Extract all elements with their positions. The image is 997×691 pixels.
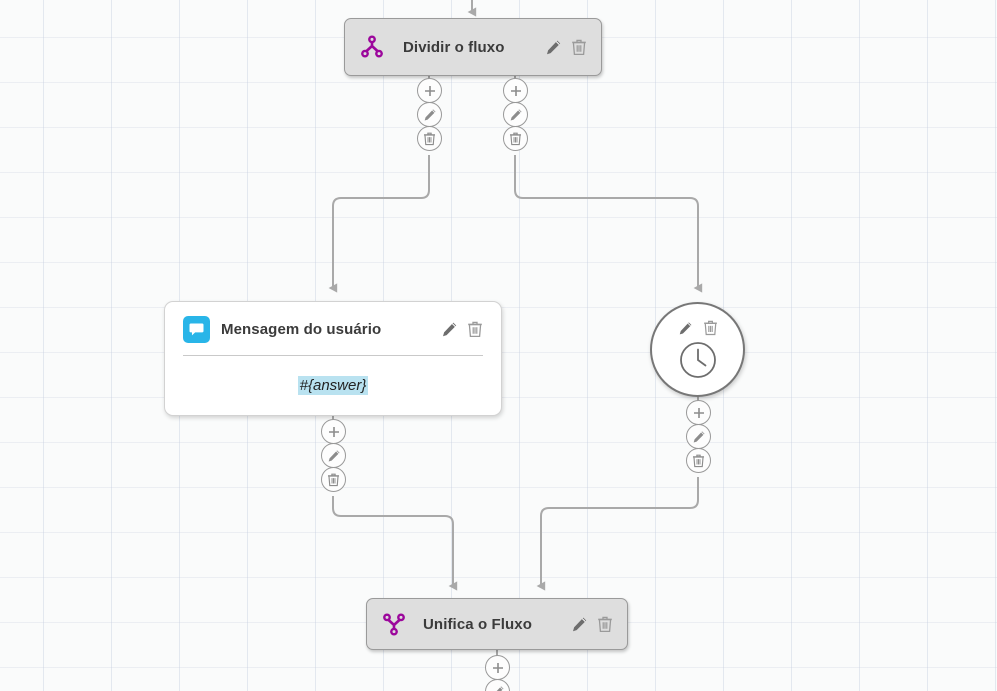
connector-stack-merge[interactable] xyxy=(485,655,510,691)
node-timer[interactable] xyxy=(650,302,745,397)
node-toolbar xyxy=(441,321,483,338)
node-dividir-o-fluxo[interactable]: Dividir o fluxo xyxy=(344,18,602,76)
edit-connector-button[interactable] xyxy=(485,679,510,691)
message-node-header: Mensagem do usuário xyxy=(165,302,501,343)
connector-stack-split-right[interactable] xyxy=(503,78,528,151)
delete-connector-button[interactable] xyxy=(503,126,528,151)
divider xyxy=(183,355,483,356)
node-toolbar xyxy=(545,39,587,56)
delete-trash-icon[interactable] xyxy=(571,39,587,56)
add-step-button[interactable] xyxy=(417,78,442,103)
delete-connector-button[interactable] xyxy=(417,126,442,151)
edit-pencil-icon[interactable] xyxy=(571,616,588,633)
node-mensagem-do-usuario[interactable]: Mensagem do usuário xyxy=(164,301,502,416)
edit-connector-button[interactable] xyxy=(686,424,711,449)
node-title: Unifica o Fluxo xyxy=(423,615,533,633)
edit-pencil-icon[interactable] xyxy=(441,321,458,338)
add-step-button[interactable] xyxy=(686,400,711,425)
clock-icon xyxy=(678,340,718,385)
node-title: Mensagem do usuário xyxy=(221,321,382,338)
edge-timer-to-merge xyxy=(536,477,699,591)
edit-connector-button[interactable] xyxy=(417,102,442,127)
flow-split-icon xyxy=(359,34,385,60)
chat-bubble-icon xyxy=(183,316,210,343)
node-unifica-o-fluxo[interactable]: Unifica o Fluxo xyxy=(366,598,628,650)
connector-stack-message[interactable] xyxy=(321,419,346,492)
edit-pencil-icon[interactable] xyxy=(545,39,562,56)
add-step-button[interactable] xyxy=(321,419,346,444)
add-step-button[interactable] xyxy=(503,78,528,103)
edit-connector-button[interactable] xyxy=(321,443,346,468)
delete-trash-icon[interactable] xyxy=(703,320,718,336)
delete-connector-button[interactable] xyxy=(686,448,711,473)
node-toolbar xyxy=(571,616,613,633)
edit-connector-button[interactable] xyxy=(503,102,528,127)
add-step-button[interactable] xyxy=(485,655,510,680)
edge-message-to-merge xyxy=(332,496,458,591)
connector-stack-timer[interactable] xyxy=(686,400,711,473)
delete-trash-icon[interactable] xyxy=(467,321,483,338)
flow-merge-icon xyxy=(381,611,407,637)
connector-stack-split-left[interactable] xyxy=(417,78,442,151)
edit-pencil-icon[interactable] xyxy=(678,321,693,336)
message-node-body: #{answer} xyxy=(165,356,501,415)
delete-trash-icon[interactable] xyxy=(597,616,613,633)
edge-split-to-timer xyxy=(514,155,703,293)
node-title: Dividir o fluxo xyxy=(403,38,505,56)
delete-connector-button[interactable] xyxy=(321,467,346,492)
node-toolbar xyxy=(678,320,718,336)
edge-split-to-message xyxy=(328,155,430,293)
variable-token[interactable]: #{answer} xyxy=(297,376,369,395)
